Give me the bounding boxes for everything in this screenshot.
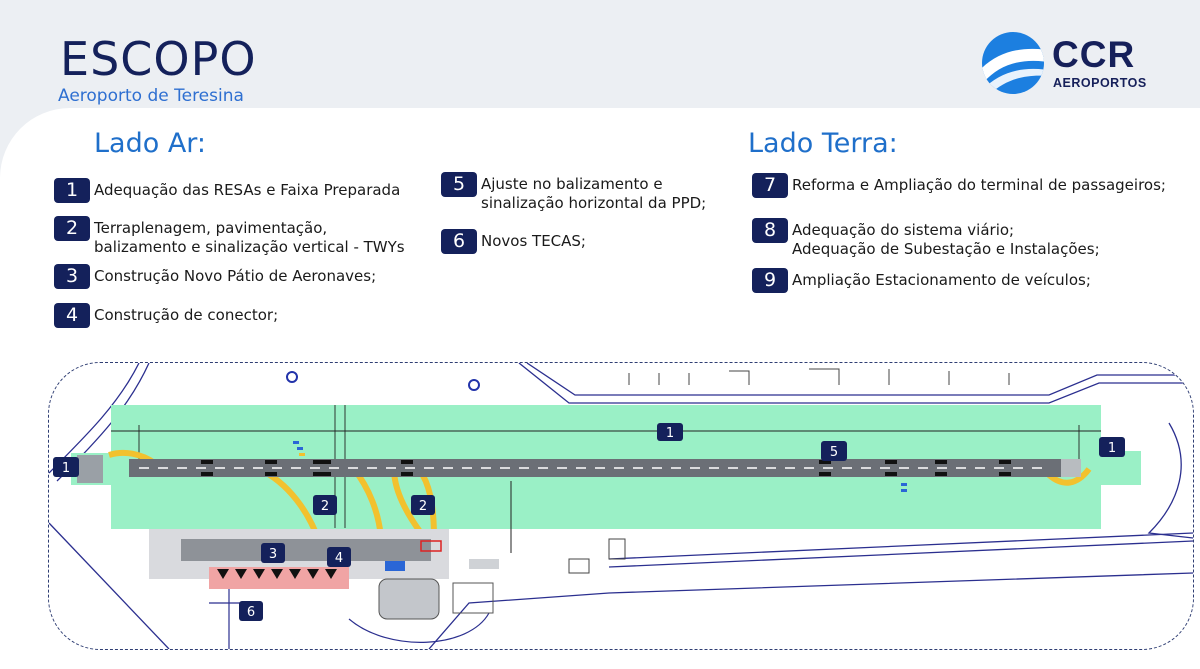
plan-markers: 1 1 1 5 2 2 3 [53, 423, 1125, 621]
map-marker-connector: 4 [327, 547, 351, 567]
page-title: ESCOPO [60, 32, 257, 86]
scope-item-5: 5 Ajuste no balizamento e sinalização ho… [441, 172, 706, 213]
runway [77, 455, 1081, 483]
item-text: Novos TECAS; [481, 232, 586, 250]
svg-text:4: 4 [335, 551, 343, 566]
item-text: Ampliação Estacionamento de veículos; [792, 271, 1091, 289]
item-badge: 1 [54, 178, 90, 203]
scope-item-6: 6 Novos TECAS; [441, 229, 586, 254]
page-subtitle: Aeroporto de Teresina [58, 86, 244, 106]
map-marker-apron: 3 [261, 543, 285, 563]
scope-item-2: 2 Terraplenagem, pavimentação, balizamen… [54, 216, 405, 257]
map-marker-resa-left: 1 [53, 457, 79, 477]
item-badge: 8 [752, 218, 788, 243]
item-text: Construção Novo Pátio de Aeronaves; [94, 267, 377, 285]
scope-item-8: 8 Adequação do sistema viário; Adequação… [752, 218, 1100, 259]
svg-text:6: 6 [247, 605, 255, 620]
navaid-circle [286, 371, 298, 383]
airport-plan-drawing: 1 1 1 5 2 2 3 [49, 363, 1193, 649]
map-marker-strip: 1 [657, 423, 683, 441]
airport-plan: 1 1 1 5 2 2 3 [48, 362, 1194, 650]
svg-text:2: 2 [419, 499, 427, 514]
item-badge: 3 [54, 264, 90, 289]
svg-text:2: 2 [321, 499, 329, 514]
svg-text:1: 1 [62, 461, 70, 476]
scope-item-3: 3 Construção Novo Pátio de Aeronaves; [54, 264, 376, 289]
item-badge: 2 [54, 216, 90, 241]
terminal-area [149, 529, 499, 649]
map-marker-resa-right: 1 [1099, 437, 1125, 457]
ccr-logo: CCR AEROPORTOS [982, 30, 1162, 98]
scope-item-4: 4 Construção de conector; [54, 303, 278, 328]
item-text: Adequação das RESAs e Faixa Preparada [94, 181, 401, 199]
map-marker-twy-a: 2 [313, 495, 337, 515]
logo-word: CCR [1052, 34, 1136, 75]
scope-item-9: 9 Ampliação Estacionamento de veículos; [752, 268, 1091, 293]
svg-text:3: 3 [269, 547, 277, 562]
building-outlines [568, 368, 1010, 574]
scope-item-7: 7 Reforma e Ampliação do terminal de pas… [752, 173, 1166, 198]
item-text: Construção de conector; [94, 306, 279, 324]
item-text: Adequação do sistema viário; Adequação d… [792, 221, 1100, 258]
map-marker-runway: 5 [821, 441, 847, 461]
item-badge: 6 [441, 229, 477, 254]
map-marker-tecas: 6 [239, 601, 263, 621]
navaid-circle [468, 379, 480, 391]
scope-item-1: 1 Adequação das RESAs e Faixa Preparada [54, 178, 400, 203]
item-text: Reforma e Ampliação do terminal de passa… [792, 176, 1166, 194]
lado-terra-title: Lado Terra: [748, 128, 898, 159]
lado-ar-title: Lado Ar: [94, 128, 207, 159]
item-badge: 7 [752, 173, 788, 198]
ccr-logo-icon [982, 32, 1044, 94]
svg-text:5: 5 [830, 445, 838, 460]
item-badge: 4 [54, 303, 90, 328]
svg-text:1: 1 [666, 426, 674, 441]
item-badge: 9 [752, 268, 788, 293]
item-text: Terraplenagem, pavimentação, balizamento… [94, 219, 405, 256]
item-text: Ajuste no balizamento e sinalização hori… [481, 175, 707, 212]
runway-symbols [293, 441, 907, 553]
svg-text:1: 1 [1108, 441, 1116, 456]
item-badge: 5 [441, 172, 477, 197]
logo-sub: AEROPORTOS [1053, 76, 1147, 90]
map-marker-twy-b: 2 [411, 495, 435, 515]
